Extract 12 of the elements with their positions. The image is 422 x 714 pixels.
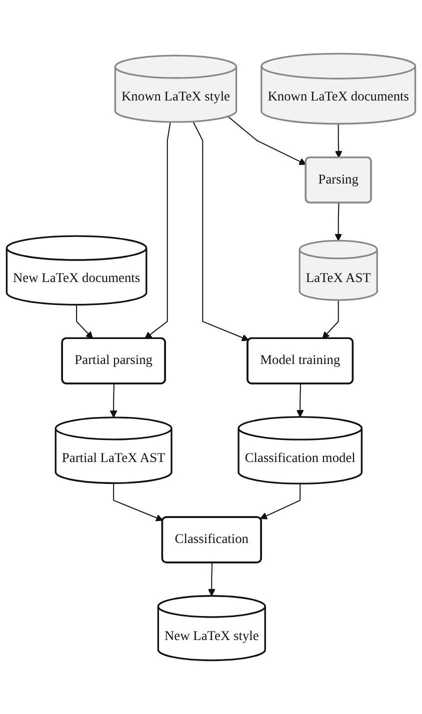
arrow [322, 300, 339, 339]
arrow [192, 121, 250, 342]
arrow [260, 484, 301, 520]
arrow [334, 124, 342, 158]
arrow [228, 116, 306, 165]
arrow [76, 304, 94, 339]
arrow [208, 562, 216, 596]
arrow [110, 384, 118, 418]
arrow [113, 483, 164, 522]
arrow [334, 202, 342, 241]
arrow [296, 384, 304, 418]
arrow [144, 122, 171, 339]
